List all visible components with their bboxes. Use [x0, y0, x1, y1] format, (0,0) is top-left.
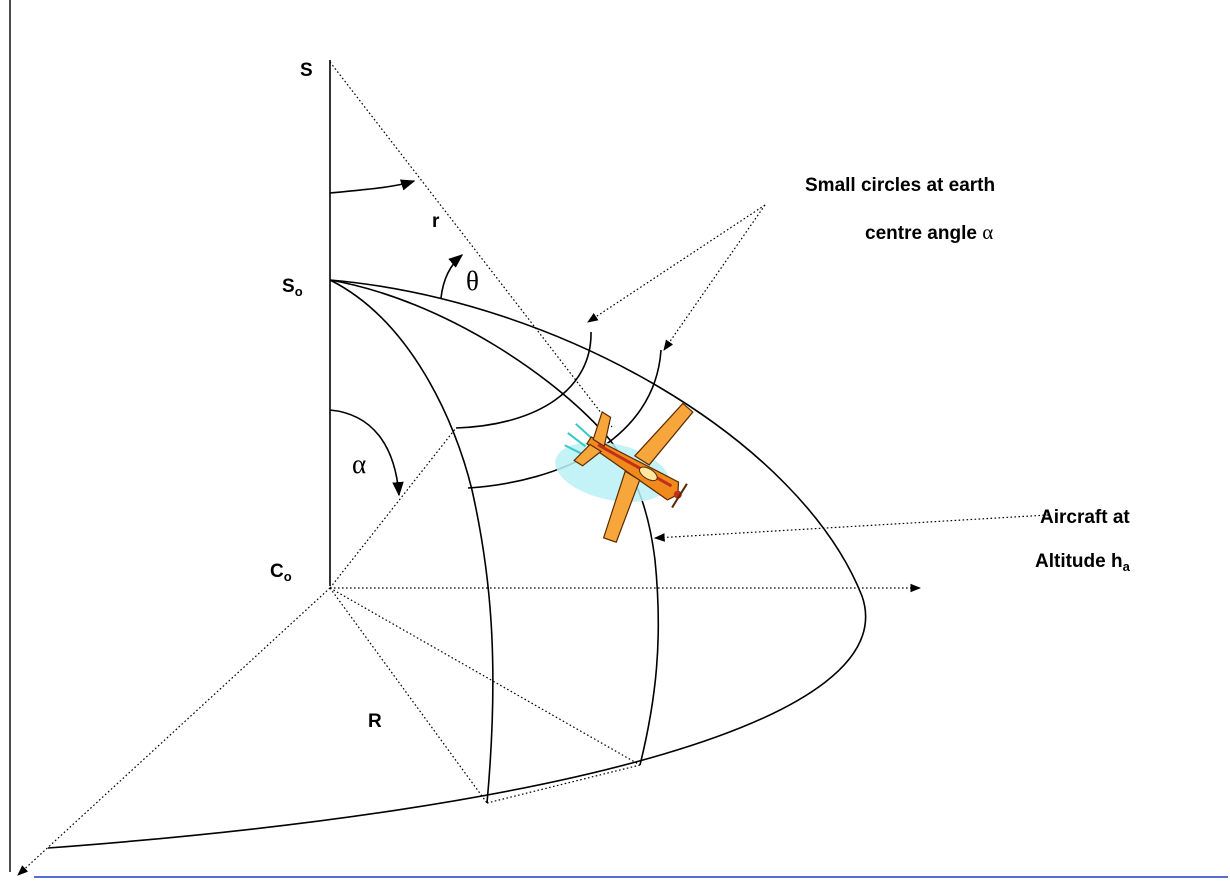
radius-to-circle-1 — [329, 427, 457, 589]
angle-arc-r — [329, 179, 416, 194]
label-s: S — [300, 60, 313, 81]
pointer-to-aircraft — [653, 514, 1049, 542]
label-theta: θ — [466, 266, 479, 296]
annotation-aircraft-line1: Aircraft at — [1040, 507, 1130, 528]
radius-to-base-2 — [329, 587, 641, 766]
label-r-small: r — [432, 211, 440, 232]
theta-angle-arc — [440, 254, 464, 299]
meridian-arc-1 — [329, 279, 494, 804]
pointer-to-circle-2 — [663, 204, 766, 351]
annotation-small-circles-line2: centre angle α — [865, 220, 993, 244]
diagonal-axis-arrow — [17, 587, 331, 876]
airplane-clipart-icon — [555, 402, 694, 543]
alpha-angle-arc — [329, 409, 404, 497]
base-chord-left — [486, 764, 641, 804]
label-alpha: α — [352, 449, 366, 479]
small-circle-arc-1 — [455, 331, 592, 429]
label-r-big: R — [368, 711, 382, 732]
outer-meridian-arc — [47, 279, 867, 849]
annotation-small-circles-line1: Small circles at earth — [805, 175, 995, 196]
label-c-o: Co — [270, 561, 292, 584]
pointer-to-circle-1 — [587, 204, 766, 323]
label-s-o: So — [282, 276, 303, 299]
line-of-sight — [329, 61, 613, 428]
radius-R-to-base-1 — [329, 587, 488, 804]
annotation-aircraft-line2: Altitude ha — [1035, 551, 1131, 574]
